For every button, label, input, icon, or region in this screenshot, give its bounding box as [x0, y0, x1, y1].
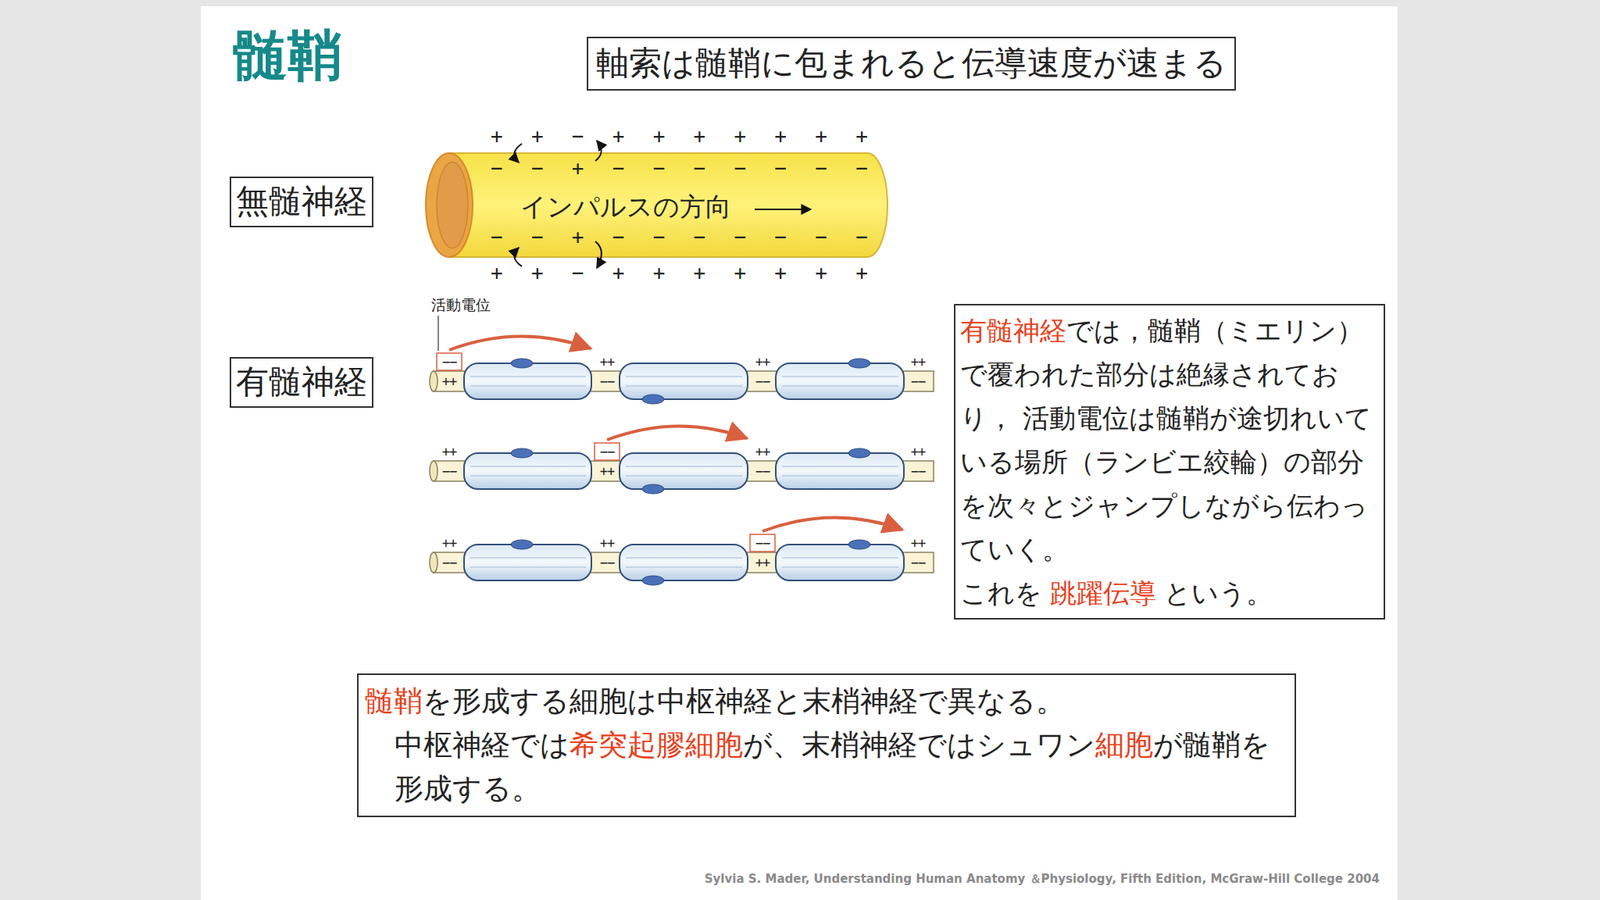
label-box: 無髄神経 — [229, 176, 374, 228]
callout-label: 活動電位 — [431, 297, 491, 313]
text-run: 希突起膠細胞 — [569, 728, 743, 762]
text-run: 軸索は髄鞘に包まれると伝導速度が速まる — [596, 43, 1227, 83]
charge-label: ++ — [755, 445, 770, 459]
indented-paragraph: 中枢神経では希突起膠細胞が、末梢神経ではシュワン細胞が髄鞘を形成する。 — [364, 723, 1289, 811]
charge-label: ++ — [755, 355, 770, 369]
charge-label: −− — [442, 355, 457, 369]
headline-box: 軸索は髄鞘に包まれると伝導速度が速まる — [586, 36, 1236, 91]
charge-label: −− — [755, 375, 770, 389]
charge-label: ++ — [442, 536, 457, 550]
text-run: 無髄神経 — [235, 182, 368, 221]
slide-title: 髄鞘 — [232, 28, 343, 83]
text-run: という。 — [1164, 577, 1273, 609]
text-run: が、末梢神経ではシュワン — [742, 728, 1096, 762]
charge-label: −− — [910, 464, 925, 479]
charge-label: −− — [910, 556, 925, 570]
charge-label: −− — [910, 375, 925, 389]
text-run: 細胞 — [1095, 728, 1154, 762]
charge-label: ++ — [600, 355, 615, 369]
text-run: 髄鞘 — [364, 684, 423, 718]
explanation-box: 有髄神経では，髄鞘（ミエリン）で覆われた部分は絶縁されており， 活動電位は髄鞘が… — [953, 303, 1386, 620]
charge-row: − − + − − − − − − − — [490, 157, 876, 179]
charge-label: −− — [600, 556, 615, 570]
charge-label: −− — [600, 445, 615, 459]
charge-row: − − + − − − − − − − — [490, 226, 876, 247]
charge-label: −− — [442, 464, 457, 479]
label-box: 有髄神経 — [229, 357, 374, 408]
charge-row: + + − + + + + + + + — [490, 125, 876, 147]
charge-label: ++ — [442, 445, 457, 459]
text-run: では，髄鞘（ミエリン）で覆われた部分は絶縁されており， 活動電位は髄鞘が途切れい… — [960, 314, 1372, 565]
source-credit: Sylvia S. Mader, Understanding Human Ana… — [704, 873, 1380, 886]
text-run: 中枢神経では — [394, 728, 570, 762]
charge-label: ++ — [442, 375, 457, 389]
charge-label: −− — [600, 375, 615, 389]
note-box: 髄鞘を形成する細胞は中枢神経と末梢神経で異なる。中枢神経では希突起膠細胞が、末梢… — [357, 673, 1297, 818]
text-run: を形成する細胞は中枢神経と末梢神経で異なる。 — [422, 684, 1065, 718]
charge-label: −− — [755, 536, 770, 550]
text-run: 有髄神経 — [960, 314, 1067, 347]
charge-label: ++ — [600, 464, 615, 479]
impulse-label: インパルスの方向 — [520, 193, 732, 220]
charge-row: + + − + + + + + + + — [490, 262, 876, 283]
text-run: 跳躍伝導 — [1050, 577, 1157, 609]
charge-label: ++ — [910, 445, 925, 459]
charge-label: −− — [755, 464, 770, 479]
charge-label: ++ — [755, 556, 770, 570]
text-run: これを — [960, 577, 1043, 609]
charge-label: −− — [442, 556, 457, 570]
charge-label: ++ — [910, 536, 925, 550]
charge-label: ++ — [910, 355, 925, 369]
text-run: 有髄神経 — [235, 362, 368, 401]
charge-label: ++ — [600, 536, 615, 550]
